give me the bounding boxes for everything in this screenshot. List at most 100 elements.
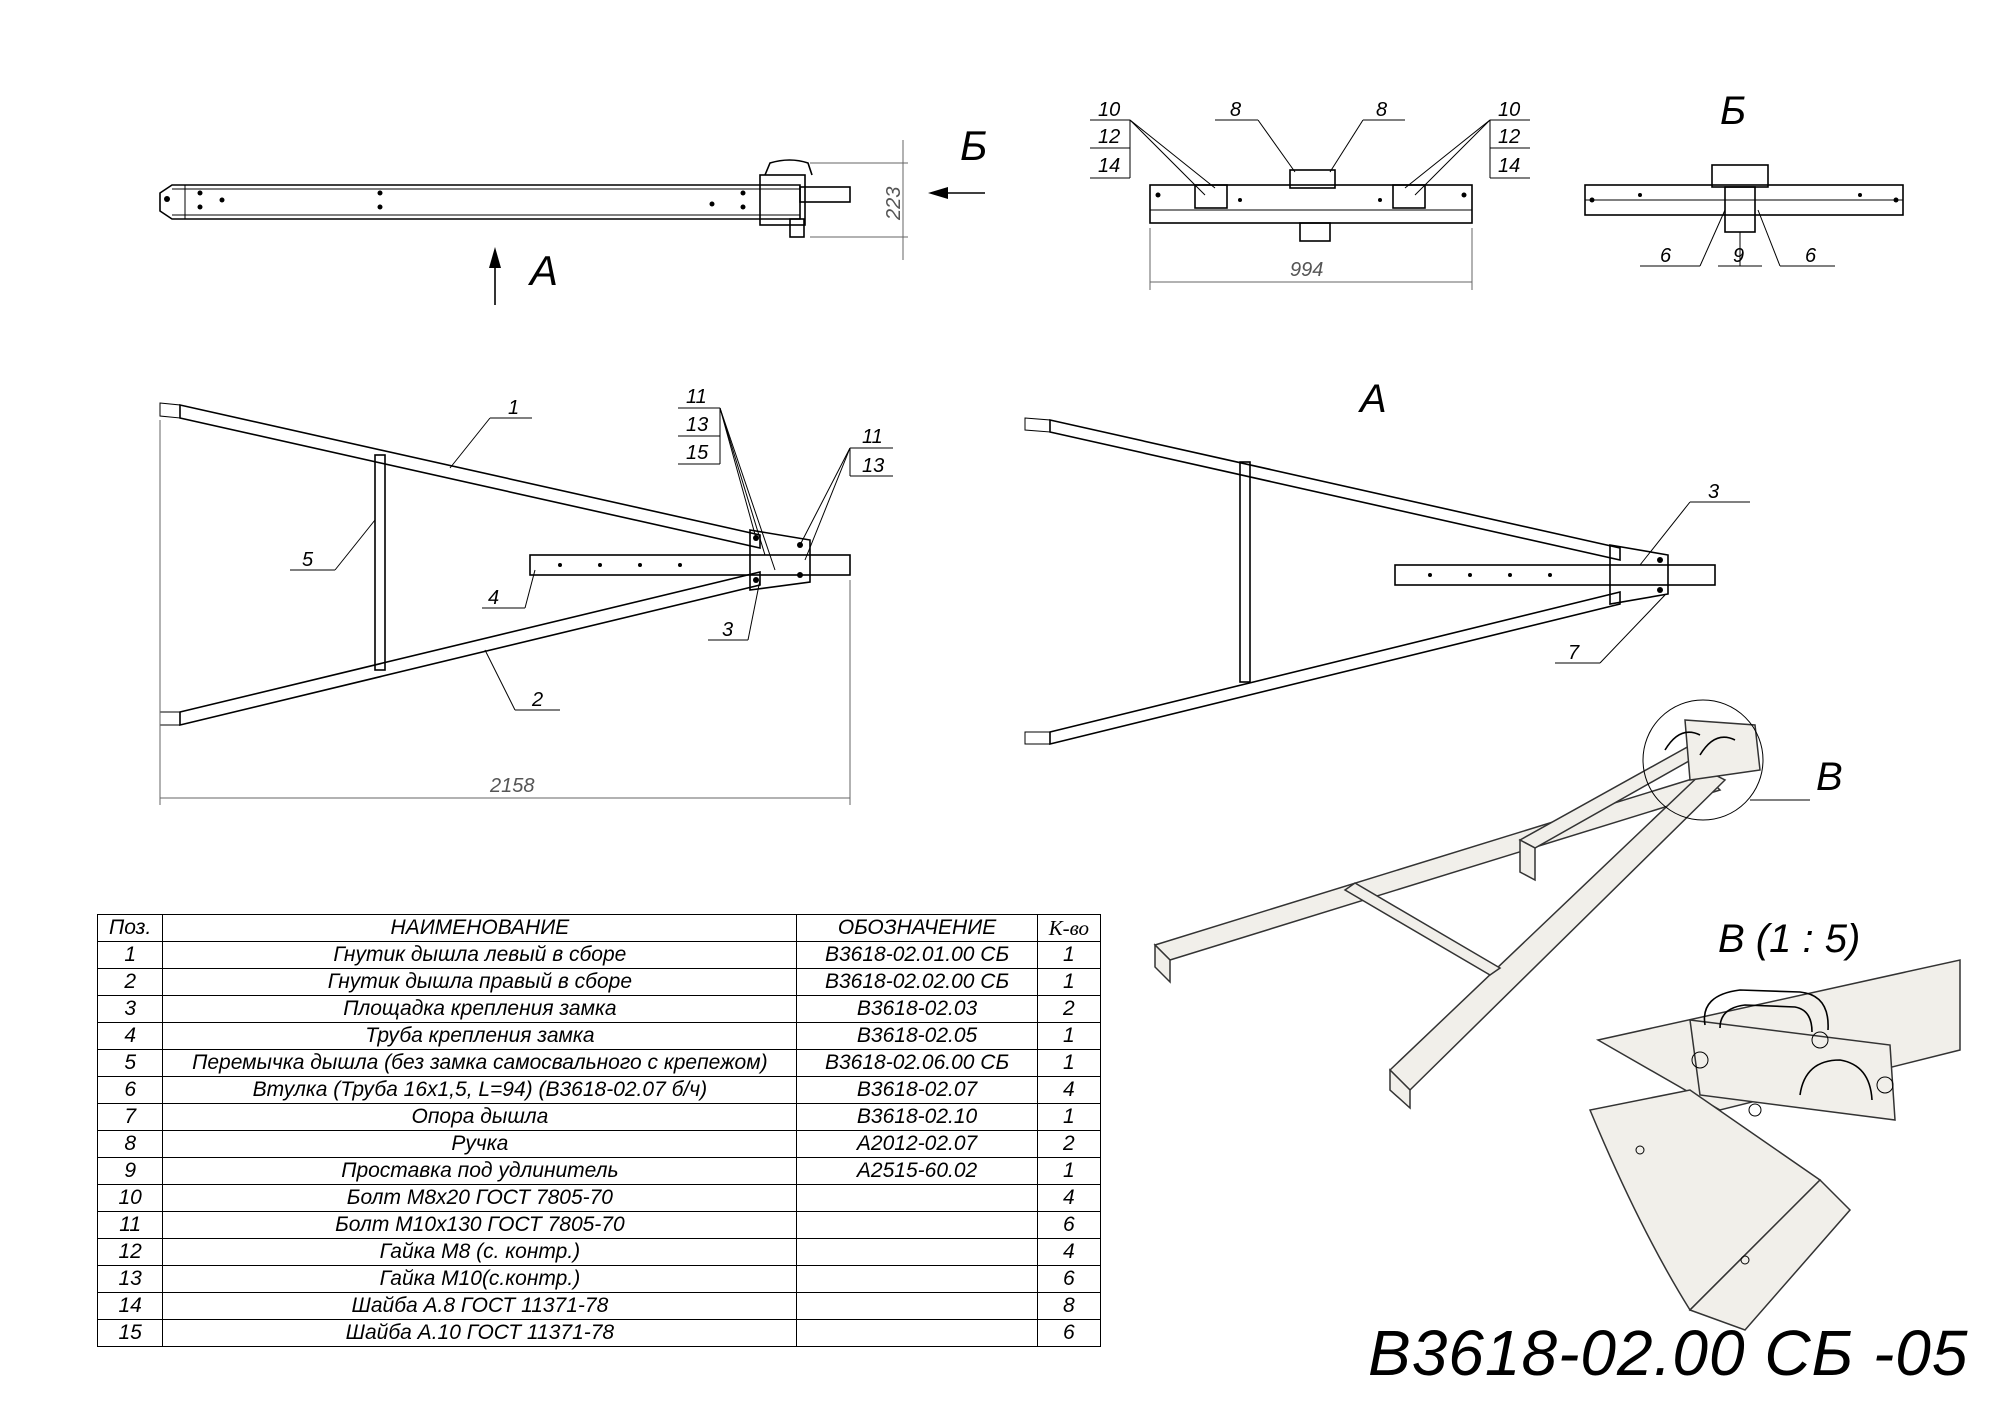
spec-cell-pos: 5 <box>96 1049 164 1077</box>
spec-cell-designation <box>796 1265 1038 1293</box>
spec-cell-designation <box>796 1211 1038 1239</box>
spec-cell-qty: 1 <box>1036 1157 1102 1185</box>
view-a-title: А <box>1358 377 1387 421</box>
spec-cell-name: Гнутик дышла правый в сборе <box>162 968 798 996</box>
spec-cell-pos: 6 <box>96 1076 164 1104</box>
spec-cell-pos: 9 <box>96 1157 164 1185</box>
front-label-right-12: 12 <box>1498 126 1520 148</box>
view-b-title: Б <box>1720 89 1746 133</box>
spec-cell-qty: 1 <box>1036 941 1102 969</box>
spec-cell-name: Площадка крепления замка <box>162 995 798 1023</box>
side-arrow-b-label: Б <box>960 122 987 169</box>
plan-group-center-15: 15 <box>686 442 709 464</box>
spec-cell-qty: 1 <box>1036 1049 1102 1077</box>
plan-label-4: 4 <box>488 587 499 609</box>
spec-cell-qty: 2 <box>1036 1130 1102 1158</box>
front-label-right-10: 10 <box>1498 99 1520 121</box>
isometric-view: В <box>1153 699 1843 1110</box>
spec-cell-name: Гайка М10(с.контр.) <box>162 1265 798 1293</box>
spec-cell-qty: 4 <box>1036 1184 1102 1212</box>
spec-cell-name: Проставка под удлинитель <box>162 1157 798 1185</box>
front-dim-width: 994 <box>1290 259 1323 281</box>
spec-header-pos: Поз. <box>96 914 164 942</box>
spec-cell-pos: 15 <box>96 1319 164 1347</box>
spec-cell-qty: 6 <box>1036 1211 1102 1239</box>
spec-header-row: Поз. НАИМЕНОВАНИЕ ОБОЗНАЧЕНИЕ К-во <box>96 914 1102 942</box>
spec-cell-designation: В3618-02.07 <box>796 1076 1038 1104</box>
spec-cell-name: Втулка (Труба 16х1,5, L=94) (В3618-02.07… <box>162 1076 798 1104</box>
spec-cell-qty: 6 <box>1036 1319 1102 1347</box>
front-label-left-10: 10 <box>1098 99 1120 121</box>
spec-cell-designation <box>796 1238 1038 1266</box>
front-view: 994 10 12 14 10 12 14 8 8 <box>1090 99 1530 290</box>
spec-cell-name: Болт М8х20 ГОСТ 7805-70 <box>162 1184 798 1212</box>
view-b-label-9: 9 <box>1733 245 1744 267</box>
spec-cell-qty: 4 <box>1036 1238 1102 1266</box>
spec-cell-designation <box>796 1319 1038 1347</box>
plan-group-right-11: 11 <box>862 426 883 448</box>
spec-cell-name: Шайба А.10 ГОСТ 11371-78 <box>162 1319 798 1347</box>
spec-cell-name: Ручка <box>162 1130 798 1158</box>
spec-cell-name: Опора дышла <box>162 1103 798 1131</box>
spec-cell-name: Гнутик дышла левый в сборе <box>162 941 798 969</box>
spec-cell-pos: 11 <box>96 1211 164 1239</box>
plan-label-2: 2 <box>531 689 543 711</box>
plan-group-right-13: 13 <box>862 455 884 477</box>
spec-cell-pos: 12 <box>96 1238 164 1266</box>
spec-cell-name: Гайка М8 (с. контр.) <box>162 1238 798 1266</box>
spec-cell-name: Перемычка дышла (без замка самосвального… <box>162 1049 798 1077</box>
detail-view: В (1 : 5) <box>1588 917 1961 1331</box>
spec-cell-designation: А2515-60.02 <box>796 1157 1038 1185</box>
view-b-label-6-left: 6 <box>1660 245 1672 267</box>
spec-cell-pos: 4 <box>96 1022 164 1050</box>
spec-cell-pos: 2 <box>96 968 164 996</box>
view-a: А 3 7 <box>1024 377 1750 746</box>
spec-cell-pos: 7 <box>96 1103 164 1131</box>
view-a-label-7: 7 <box>1568 642 1580 664</box>
spec-cell-qty: 8 <box>1036 1292 1102 1320</box>
iso-callout-label: В <box>1816 755 1843 799</box>
spec-cell-designation: В3618-02.10 <box>796 1103 1038 1131</box>
front-label-left-14: 14 <box>1098 155 1120 177</box>
spec-cell-qty: 6 <box>1036 1265 1102 1293</box>
spec-cell-designation: В3618-02.01.00 СБ <box>796 941 1038 969</box>
front-label-left-12: 12 <box>1098 126 1120 148</box>
side-view: 223 Б А <box>159 122 987 305</box>
front-label-8-right: 8 <box>1376 99 1387 121</box>
side-dim-height: 223 <box>883 187 905 221</box>
plan-label-3: 3 <box>722 619 733 641</box>
plan-group-center-11: 11 <box>686 386 707 408</box>
plan-dim-length: 2158 <box>489 775 535 797</box>
spec-cell-designation: В3618-02.05 <box>796 1022 1038 1050</box>
side-arrow-a-label: А <box>527 247 558 294</box>
spec-cell-designation: В3618-02.03 <box>796 995 1038 1023</box>
document-number: В3618-02.00 СБ -05 <box>1368 1317 1969 1389</box>
spec-cell-name: Болт М10х130 ГОСТ 7805-70 <box>162 1211 798 1239</box>
front-label-right-14: 14 <box>1498 155 1520 177</box>
plan-view: 2158 1 2 3 4 5 11 13 15 11 13 <box>159 386 893 805</box>
spec-header-designation: ОБОЗНАЧЕНИЕ <box>796 914 1038 942</box>
spec-cell-pos: 1 <box>96 941 164 969</box>
spec-header-qty: К-во <box>1036 914 1102 942</box>
spec-header-name: НАИМЕНОВАНИЕ <box>162 914 798 942</box>
spec-cell-qty: 1 <box>1036 968 1102 996</box>
spec-cell-pos: 8 <box>96 1130 164 1158</box>
spec-cell-designation: А2012-02.07 <box>796 1130 1038 1158</box>
spec-cell-name: Труба крепления замка <box>162 1022 798 1050</box>
view-b: Б 6 9 6 <box>1584 89 1904 267</box>
